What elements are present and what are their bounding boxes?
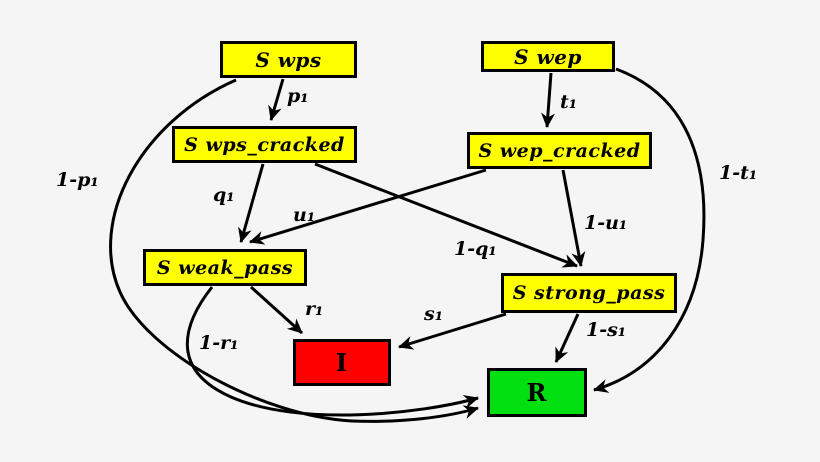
edge-label-one-minus-t1: 1-t₁	[719, 162, 758, 184]
edge-wps-to-wps-cracked	[268, 78, 285, 121]
edge-strong-pass-to-infected	[398, 312, 507, 350]
edge-weak-pass-to-infected	[249, 285, 304, 335]
edge-label-one-minus-r1: 1-r₁	[199, 332, 239, 354]
node-s-wps: S wps	[220, 41, 357, 78]
edge-label-q1: q₁	[213, 184, 235, 206]
node-recovered: R	[487, 368, 587, 417]
edge-wep-to-recovered-curve	[593, 67, 706, 393]
edge-label-s1: s₁	[424, 303, 444, 325]
edge-wps-cracked-to-strong-pass	[314, 162, 578, 268]
edge-wep-to-wep-cracked	[541, 72, 556, 128]
edge-label-p1: p₁	[287, 85, 309, 107]
node-infected: I	[293, 339, 391, 386]
node-s-wps-cracked: S wps_cracked	[172, 126, 357, 163]
edge-label-u1: u₁	[293, 204, 316, 226]
edge-label-one-minus-q1: 1-q₁	[454, 238, 497, 260]
edge-label-one-minus-p1: 1-p₁	[56, 169, 99, 191]
edge-weak-pass-to-recovered-curve	[185, 286, 479, 417]
edge-label-r1: r₁	[305, 298, 324, 320]
edge-wps-cracked-to-weak-pass	[238, 163, 265, 243]
edge-label-one-minus-s1: 1-s₁	[586, 319, 627, 341]
edge-wep-cracked-to-strong-pass	[561, 169, 586, 267]
edge-wep-cracked-to-weak-pass	[249, 168, 487, 245]
edge-label-one-minus-u1: 1-u₁	[584, 212, 628, 234]
edge-label-t1: t₁	[560, 91, 578, 113]
edge-strong-pass-to-recovered	[554, 313, 580, 363]
node-s-wep: S wep	[481, 41, 615, 72]
edge-wps-to-recovered-curve	[109, 78, 479, 423]
node-s-strong-pass: S strong_pass	[501, 273, 677, 313]
node-s-wep-cracked: S wep_cracked	[467, 132, 652, 169]
node-s-weak-pass: S weak_pass	[143, 249, 307, 286]
